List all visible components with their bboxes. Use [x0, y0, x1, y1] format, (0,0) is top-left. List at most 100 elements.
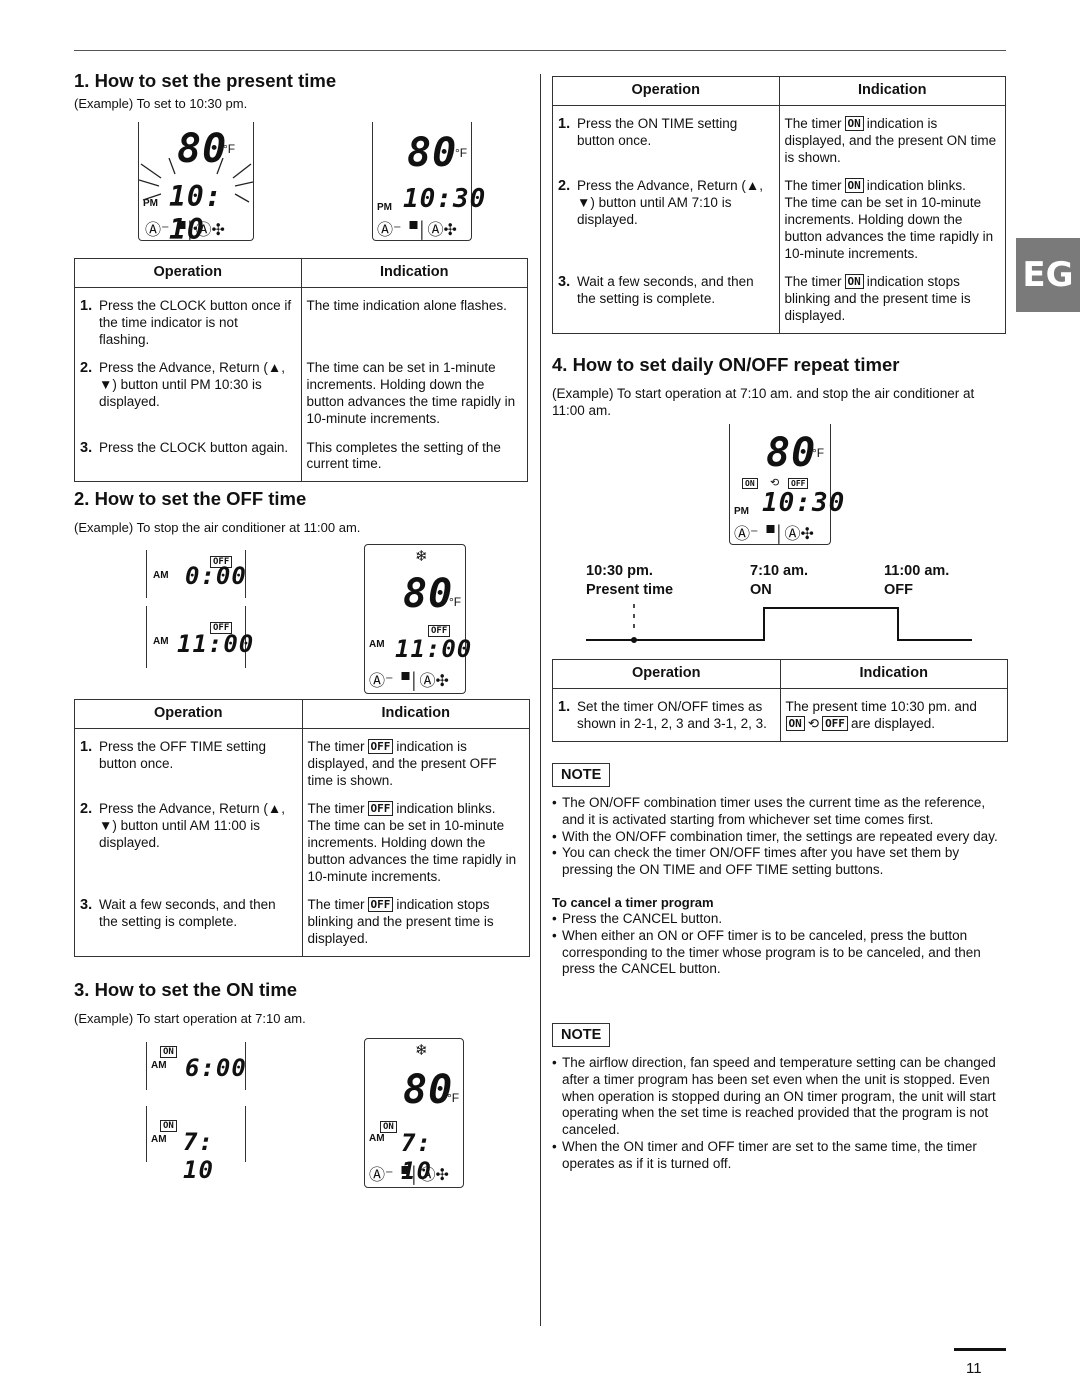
on-timer-badge: ON: [844, 178, 864, 194]
display-ampm: PM: [377, 202, 392, 213]
table-row: 3.Press the CLOCK button again. This com…: [74, 435, 528, 482]
mode-icons: Ⓐ⁻▝│Ⓐ✣: [369, 673, 449, 690]
section1-example: (Example) To set to 10:30 pm.: [74, 96, 248, 111]
repeat-icon: ⟲: [770, 477, 780, 489]
step-indication: The time can be set in 1-minute incremen…: [306, 360, 516, 426]
step-operation: Press the OFF TIME setting button once.: [99, 739, 267, 771]
page-number-rule: [954, 1348, 1006, 1351]
list-item: The ON/OFF combination timer uses the cu…: [552, 795, 1006, 829]
indication-text: indication stops blinking and the presen…: [784, 274, 971, 323]
display-time: 7: 10: [401, 1129, 432, 1185]
off-timer-badge: OFF: [788, 478, 809, 489]
display-time: 0:00: [185, 562, 247, 590]
section2-title: 2. How to set the OFF time: [74, 488, 307, 509]
display-ampm: PM: [734, 506, 749, 517]
indication-text: The timer: [307, 801, 365, 817]
display-ampm: AM: [369, 639, 385, 650]
display-unit: °F: [812, 446, 825, 460]
repeat-timer-display: 80 °F ON ⟲ OFF PM 10:30 Ⓐ⁻▝│Ⓐ✣: [729, 424, 844, 545]
table-header-operation: Operation: [552, 659, 781, 689]
off-timer-badge: OFF: [210, 622, 233, 634]
step-number: 1.: [558, 699, 571, 715]
snowflake-icon: ❄: [415, 1042, 428, 1059]
cancel-subheading: To cancel a timer program: [552, 894, 714, 910]
indication-text: indication stops blinking and the presen…: [307, 897, 494, 946]
indication-text: are displayed.: [850, 715, 935, 731]
indication-text: The timer: [784, 178, 842, 194]
display-time: 11:00: [395, 635, 473, 663]
remote-display-set: 80 °F PM 10:30 Ⓐ⁻▝│Ⓐ✣: [372, 122, 485, 241]
display-time: 10:30: [403, 184, 487, 214]
display-time: 10: 10: [169, 180, 223, 246]
display-unit: °F: [455, 146, 468, 160]
indication-text: indication blinks.: [396, 801, 496, 817]
table-header-indication: Indication: [779, 76, 1006, 106]
table-row: 2.Press the Advance, Return (▲, ▼) butto…: [74, 356, 528, 436]
mode-icons: Ⓐ⁻▝│Ⓐ✣: [377, 222, 457, 239]
timeline-label-on: ON: [750, 582, 772, 598]
display-ampm: AM: [153, 570, 169, 581]
section3-header: 3. How to set the ON time (Example) To s…: [74, 979, 530, 1026]
mode-icons: Ⓐ⁻▝│Ⓐ✣: [145, 222, 225, 239]
display-ampm: AM: [151, 1134, 167, 1145]
indication-text: The time can be set in 10-minute increme…: [307, 818, 517, 884]
language-tab: EG: [1016, 238, 1080, 312]
display-time: 6:00: [185, 1054, 247, 1082]
step-operation: Set the timer ON/OFF times as shown in 2…: [577, 699, 767, 731]
section4-example: (Example) To start operation at 7:10 am.…: [552, 386, 975, 418]
on-display-full: ❄ 80 °F ON AM 7: 10 Ⓐ⁻▝│Ⓐ✣: [364, 1038, 464, 1188]
on-timer-badge: ON: [160, 1046, 177, 1058]
on-timer-badge: ON: [844, 116, 864, 131]
step-indication: The time indication alone flashes.: [306, 298, 507, 313]
off-timer-badge: OFF: [367, 739, 394, 754]
timer-timeline-diagram: [586, 604, 972, 643]
table-header-operation: Operation: [74, 699, 303, 729]
section1-title: 1. How to set the present time: [74, 70, 337, 91]
display-time: 7: 10: [183, 1128, 214, 1184]
display-ampm: AM: [153, 636, 169, 647]
step-number: 3.: [558, 274, 571, 291]
indication-text: The timer: [784, 116, 842, 131]
section4-table-wrap: Operation Indication 1.Set the timer ON/…: [552, 659, 1008, 742]
step-number: 2.: [80, 360, 93, 377]
display-temperature: 80: [177, 126, 228, 172]
table-header-operation: Operation: [74, 258, 302, 288]
off-timer-badge: OFF: [822, 715, 848, 731]
table-row: 3.Wait a few seconds, and then the setti…: [552, 270, 1006, 334]
off-display-full: ❄ 80 °F OFF AM 11:00 Ⓐ⁻▝│Ⓐ✣: [364, 544, 471, 694]
display-temperature: 80: [403, 1067, 454, 1113]
table-row: 3.Wait a few seconds, and then the setti…: [74, 893, 530, 957]
section3-table-wrap: Operation Indication 1.Press the ON TIME…: [552, 76, 1006, 334]
display-unit: °F: [449, 595, 462, 609]
step-number: 2.: [80, 801, 93, 818]
indication-text: indication is displayed, and the present…: [307, 739, 497, 788]
indication-text: The timer: [307, 897, 365, 913]
display-time: 10:30: [762, 488, 846, 518]
display-temperature: 80: [407, 130, 458, 176]
note-list: The airflow direction, fan speed and tem…: [552, 1055, 1006, 1173]
indication-text: The time can be set in 10-minute increme…: [784, 195, 994, 261]
step-indication: This completes the setting of the curren…: [306, 439, 501, 472]
off-timer-badge: OFF: [367, 897, 394, 913]
section4-header: 4. How to set daily ON/OFF repeat timer …: [552, 354, 1008, 420]
note-label: NOTE: [552, 1023, 611, 1047]
section4-table: Operation Indication 1.Set the timer ON/…: [552, 659, 1008, 742]
table-row: 1.Press the CLOCK button once if the tim…: [74, 287, 528, 357]
display-time: 11:00: [177, 630, 255, 658]
section3-table: Operation Indication 1.Press the ON TIME…: [552, 76, 1006, 334]
left-column: 1. How to set the present time (Example)…: [74, 70, 530, 111]
page-number: 11: [966, 1360, 982, 1377]
step-operation: Press the Advance, Return (▲, ▼) button …: [99, 801, 285, 850]
indication-text: The present time 10:30 pm. and: [785, 699, 977, 714]
on-timer-badge: ON: [844, 274, 864, 290]
section1-table: Operation Indication 1.Press the CLOCK b…: [74, 258, 528, 483]
display-temperature: 80: [403, 571, 454, 617]
section2-table: Operation Indication 1.Press the OFF TIM…: [74, 699, 530, 957]
table-header-indication: Indication: [302, 699, 530, 729]
step-operation: Press the ON TIME setting button once.: [577, 116, 738, 148]
